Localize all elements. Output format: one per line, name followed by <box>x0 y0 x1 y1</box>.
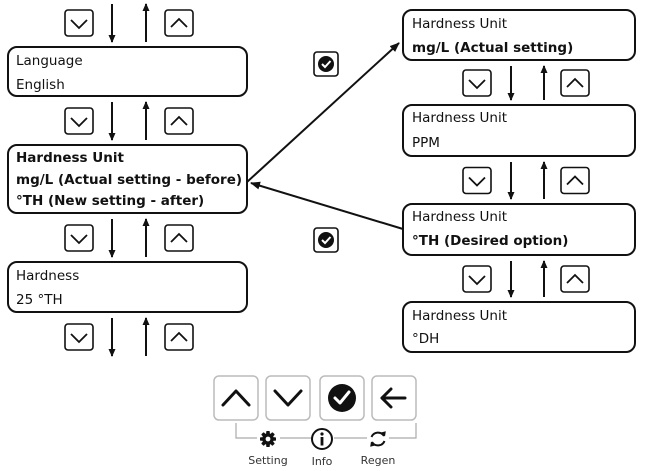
menu-box-language: Language English <box>7 46 248 97</box>
menu-box-value: English <box>16 77 65 93</box>
chevron-up-icon <box>170 232 188 243</box>
menu-box-value: mg/L (Actual setting) <box>412 40 573 56</box>
back-button[interactable] <box>371 375 417 421</box>
menu-box-value-new: °TH (New setting - after) <box>16 193 204 209</box>
nav-step-6 <box>462 260 590 298</box>
nav-step-4 <box>462 65 590 101</box>
down-button[interactable] <box>265 375 311 421</box>
chevron-down-icon <box>468 176 486 187</box>
menu-box-title: Hardness Unit <box>412 308 507 324</box>
confirm-button[interactable] <box>319 375 365 421</box>
nav-step-5 <box>462 161 590 200</box>
chevron-up-icon <box>566 273 584 284</box>
control-panel: Setting Info Regen <box>213 375 417 468</box>
up-button[interactable] <box>560 69 590 97</box>
refresh-icon <box>370 431 386 447</box>
up-button[interactable] <box>164 9 194 37</box>
nav-step-3 <box>64 317 194 357</box>
chevron-down-icon <box>273 389 303 407</box>
menu-box-value: °DH <box>412 331 439 347</box>
chevron-up-icon <box>566 175 584 186</box>
chevron-up-icon <box>566 77 584 88</box>
menu-box-title: Hardness Unit <box>16 150 124 166</box>
down-button[interactable] <box>64 224 94 252</box>
menu-box-hardness: Hardness 25 °TH <box>7 261 248 313</box>
down-button[interactable] <box>462 166 492 195</box>
return-arrow <box>250 181 404 230</box>
chevron-down-icon <box>70 333 88 344</box>
check-circle-icon <box>328 384 356 412</box>
menu-box-value: 25 °TH <box>16 292 63 308</box>
nav-step-2 <box>64 218 194 258</box>
menu-box-value: °TH (Desired option) <box>412 233 568 249</box>
chevron-down-icon <box>468 275 486 286</box>
check-circle-icon <box>313 51 339 77</box>
down-button[interactable] <box>462 69 492 97</box>
menu-box-unit-ppm: Hardness Unit PPM <box>402 104 636 157</box>
confirm-arrow <box>246 42 400 183</box>
menu-box-hardness-unit: Hardness Unit mg/L (Actual setting - bef… <box>7 144 248 214</box>
down-button[interactable] <box>64 107 94 135</box>
menu-box-title: Language <box>16 53 83 69</box>
menu-box-unit-mgl: Hardness Unit mg/L (Actual setting) <box>402 9 636 61</box>
chevron-up-icon <box>170 115 188 126</box>
chevron-down-icon <box>468 79 486 90</box>
nav-step-0 <box>64 3 194 43</box>
chevron-down-icon <box>70 19 88 30</box>
menu-box-value: PPM <box>412 135 440 151</box>
nav-step-1 <box>64 101 194 141</box>
down-button[interactable] <box>64 323 94 351</box>
menu-box-unit-dh: Hardness Unit °DH <box>402 301 636 353</box>
info-label: Info <box>312 455 333 468</box>
chevron-up-icon <box>170 17 188 28</box>
menu-box-title: Hardness Unit <box>412 16 507 32</box>
gear-icon <box>260 431 276 447</box>
chevron-down-icon <box>70 117 88 128</box>
up-button[interactable] <box>164 107 194 135</box>
info-icon <box>311 428 333 450</box>
chevron-up-icon <box>170 331 188 342</box>
up-button[interactable] <box>164 224 194 252</box>
setting-label: Setting <box>248 454 287 467</box>
up-button[interactable] <box>164 323 194 351</box>
up-button[interactable] <box>560 166 590 195</box>
menu-box-title: Hardness <box>16 268 79 284</box>
check-circle-icon <box>313 227 339 253</box>
arrow-left-icon <box>380 387 407 409</box>
menu-box-title: Hardness Unit <box>412 209 507 225</box>
up-button[interactable] <box>213 375 259 421</box>
chevron-down-icon <box>70 234 88 245</box>
menu-box-title: Hardness Unit <box>412 110 507 126</box>
down-button[interactable] <box>462 265 492 293</box>
menu-box-value: mg/L (Actual setting - before) <box>16 172 242 188</box>
menu-box-unit-th: Hardness Unit °TH (Desired option) <box>402 203 636 256</box>
up-button[interactable] <box>560 265 590 293</box>
regen-label: Regen <box>361 454 396 467</box>
chevron-up-icon <box>221 389 251 407</box>
down-button[interactable] <box>64 9 94 37</box>
